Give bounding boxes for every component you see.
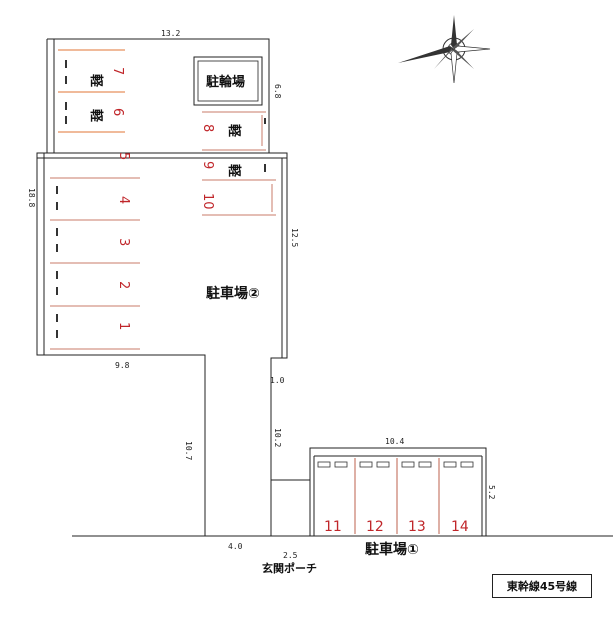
kei-label-9: 軽 [226, 164, 242, 178]
dim-lot1-width: 10.4 [385, 437, 404, 446]
dim-lower-left-height: 10.7 [184, 441, 193, 460]
dim-neck-height: 10.2 [273, 428, 282, 447]
lot1-dividers [354, 458, 440, 534]
space-12: 12 [366, 519, 384, 535]
dim-left-height: 18.8 [27, 188, 36, 207]
space-7: 7 [110, 67, 125, 75]
space-9: 9 [200, 161, 215, 169]
dim-bike-area-depth: 6.8 [273, 84, 282, 99]
kei-label-6: 軽 [88, 109, 104, 123]
space-6: 6 [110, 108, 125, 116]
dim-bottom-width: 4.0 [228, 542, 243, 551]
space-10: 10 [200, 193, 215, 210]
dim-top-width: 13.2 [161, 29, 180, 38]
upper-left-stalls [58, 49, 125, 133]
left-column-stalls [50, 177, 140, 350]
lot1-wheel-stops [317, 461, 474, 468]
lot2-label: 駐車場② [206, 285, 260, 302]
space-14: 14 [451, 519, 469, 535]
bike-parking-box [193, 56, 263, 106]
dim-right-upper-height: 12.5 [290, 228, 299, 247]
dim-neck-width: 1.0 [270, 376, 285, 385]
dim-lot1-depth: 5.2 [487, 485, 496, 500]
right-small-stalls [202, 111, 276, 216]
kei-label-8: 軽 [226, 124, 242, 138]
space-11: 11 [324, 519, 342, 535]
lot1-outline [309, 447, 487, 536]
dim-lower-left-width: 9.8 [115, 361, 130, 370]
kei-label-7: 軽 [88, 74, 104, 88]
road-label: 東幹線45号線 [492, 574, 592, 598]
bike-parking-label: 駐輪場 [206, 74, 245, 90]
space-4: 4 [116, 196, 131, 204]
dim-porch-width: 2.5 [283, 551, 298, 560]
space-3: 3 [116, 238, 131, 246]
space-2: 2 [116, 281, 131, 289]
space-1: 1 [116, 322, 131, 330]
space-13: 13 [408, 519, 426, 535]
site-outline [36, 38, 613, 537]
stall-dash-markers [56, 60, 266, 338]
space-5: 5 [116, 152, 131, 160]
space-8: 8 [200, 124, 215, 132]
lot1-label: 駐車場① [365, 541, 419, 558]
porch-label: 玄関ポーチ [262, 561, 317, 575]
compass-icon [398, 15, 491, 84]
